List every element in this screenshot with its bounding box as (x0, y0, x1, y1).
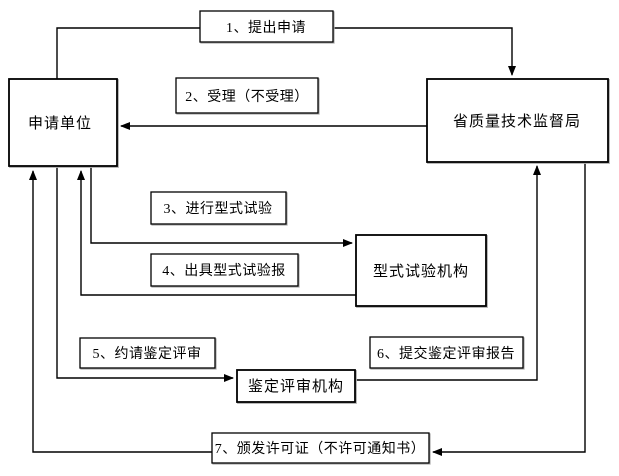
step-6-label-box: 6、提交鉴定评审报告 (369, 336, 524, 369)
step-6-box (369, 336, 524, 369)
step-2-box (175, 77, 319, 114)
step-3-label-box: 3、进行型式试验 (150, 191, 287, 225)
step-7-text: 7、颁发许可证（不许可通知书） (215, 440, 426, 457)
node-review-org-box (236, 369, 356, 403)
step-4-label-box: 4、出具型式试验报 (150, 253, 299, 287)
step-5-box (79, 337, 216, 369)
step-2-text: 2、受理（不受理） (185, 89, 309, 105)
arrow-step-5-invite-review (56, 167, 234, 382)
node-test-org: 型式试验机构 (355, 234, 487, 307)
node-review-org: 鉴定评审机构 (236, 369, 356, 403)
arrow-step-6-review-report (355, 165, 541, 381)
node-test-org-label: 型式试验机构 (373, 263, 469, 280)
entity-nodes: 申请单位 省质量技术监督局 型式试验机构 鉴定评审机构 (8, 78, 609, 403)
arrow-step-4-test-report (77, 170, 356, 296)
node-review-org-label: 鉴定评审机构 (248, 378, 344, 395)
step-1-box (199, 10, 334, 43)
step-2-label-box: 2、受理（不受理） (175, 77, 319, 114)
node-bureau-box (426, 78, 609, 163)
step-7-label-box: 7、颁发许可证（不许可通知书） (211, 432, 430, 464)
node-bureau: 省质量技术监督局 (426, 78, 609, 163)
arrow-step-3-type-test (90, 167, 353, 247)
step-5-label-box: 5、约请鉴定评审 (79, 337, 216, 369)
step-1-text: 1、提出申请 (226, 20, 306, 36)
step-4-text: 4、出具型式试验报 (162, 263, 286, 279)
step-1-label-box: 1、提出申请 (199, 10, 334, 43)
connector-lines (29, 27, 586, 456)
step-3-text: 3、进行型式试验 (164, 201, 273, 217)
node-applicant: 申请单位 (8, 78, 118, 167)
step-4-box (150, 253, 299, 287)
arrow-step-7-into-license-label (432, 162, 586, 456)
step-5-text: 5、约请鉴定评审 (93, 346, 202, 362)
node-applicant-box (8, 78, 118, 167)
node-test-org-box (355, 234, 487, 307)
step-3-box (150, 191, 287, 225)
arrow-step-7-issue-license (29, 170, 212, 453)
step-labels: 1、提出申请 2、受理（不受理） 3、进行型式试验 4、出具型式试验报 5、约请… (79, 10, 524, 464)
node-bureau-label: 省质量技术监督局 (453, 113, 581, 130)
step-6-text: 6、提交鉴定评审报告 (377, 345, 515, 362)
node-applicant-label: 申请单位 (28, 115, 92, 132)
step-7-box (211, 432, 430, 464)
